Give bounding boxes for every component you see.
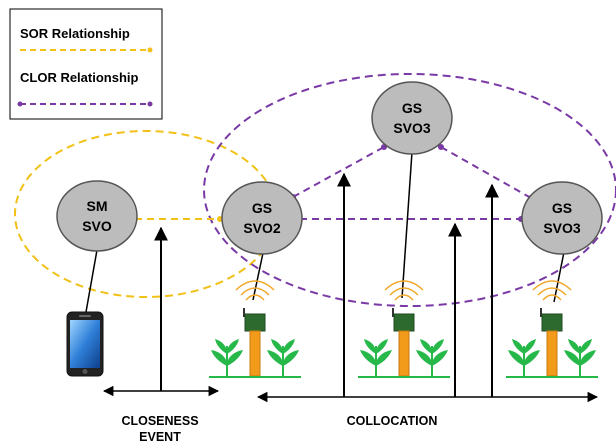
node-gs-svo3-right-line2: SVO3 — [543, 220, 581, 236]
plant-sensor-icon-3 — [505, 280, 599, 378]
node-gs-svo2-line1: GS — [252, 200, 272, 216]
node-sm-svo: SM SVO — [56, 180, 138, 252]
smartphone-icon — [66, 311, 104, 377]
node-gs-svo3-top: GS SVO3 — [371, 81, 453, 155]
node-sm-svo-line2: SVO — [82, 218, 112, 234]
node-gs-svo3-top-line1: GS — [402, 100, 422, 116]
node-gs-svo3-right: GS SVO3 — [521, 181, 603, 255]
collocation-label: COLLOCATION — [347, 414, 438, 428]
closeness-event-arrows — [102, 226, 220, 397]
collocation-arrows — [256, 172, 599, 403]
plant-sensor-icon-2 — [357, 280, 451, 378]
legend-clor-label: CLOR Relationship — [20, 70, 139, 85]
node-gs-svo2-line2: SVO2 — [243, 220, 281, 236]
device-links — [85, 151, 565, 313]
node-gs-svo2: GS SVO2 — [221, 181, 303, 255]
node-sm-svo-line1: SM — [87, 198, 108, 214]
closeness-event-label-line2: EVENT — [139, 430, 181, 444]
clor-connections — [290, 144, 534, 222]
clor-group-ellipse — [203, 73, 616, 307]
legend: SOR Relationship CLOR Relationship — [9, 8, 163, 120]
legend-sor-label: SOR Relationship — [20, 26, 130, 41]
node-gs-svo3-top-line2: SVO3 — [393, 120, 431, 136]
plant-sensor-icon-1 — [208, 280, 302, 378]
closeness-event-label-line1: CLOSENESS — [121, 414, 198, 428]
node-gs-svo3-right-line1: GS — [552, 200, 572, 216]
